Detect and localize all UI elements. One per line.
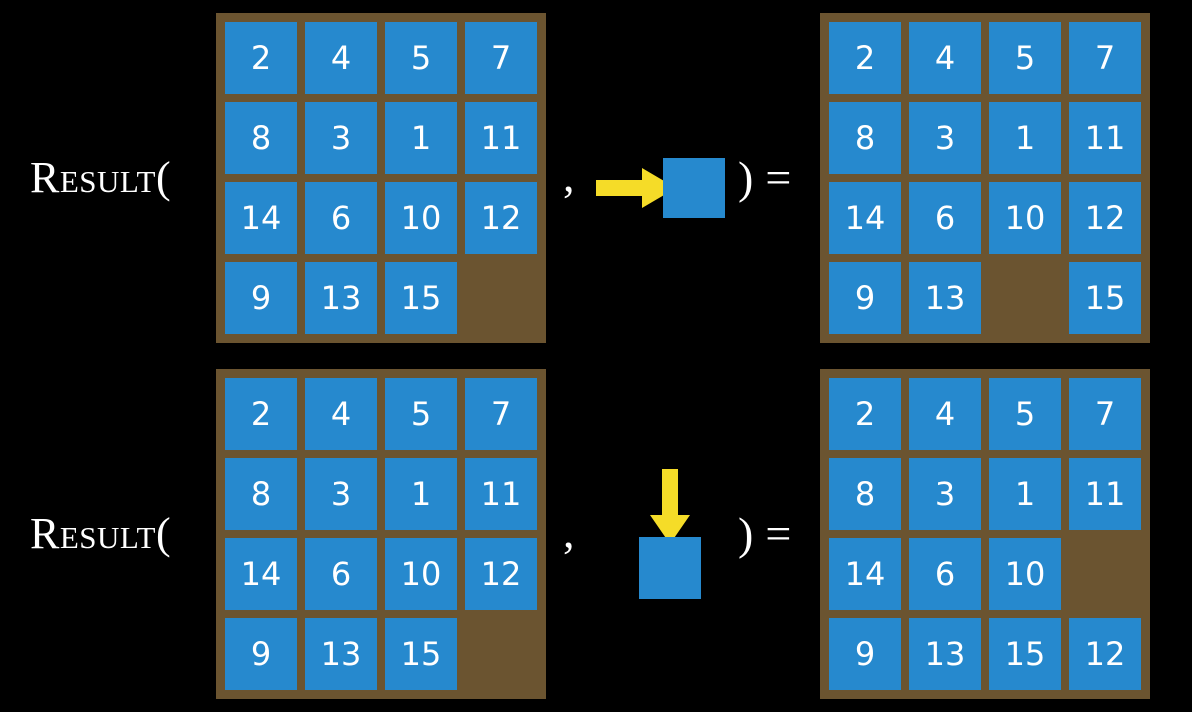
puzzle-tile: 8 [829, 102, 901, 174]
puzzle-tile: 2 [225, 378, 297, 450]
puzzle-tile: 5 [385, 378, 457, 450]
puzzle-tile: 5 [989, 378, 1061, 450]
puzzle-tile: 12 [465, 182, 537, 254]
puzzle-tile: 13 [305, 262, 377, 334]
close-paren-glyph: ) [738, 152, 754, 203]
puzzle-tile: 12 [465, 538, 537, 610]
puzzle-tile: 13 [305, 618, 377, 690]
puzzle-tile: 3 [909, 102, 981, 174]
puzzle-tile: 3 [305, 102, 377, 174]
arrow-down-icon [650, 469, 690, 544]
puzzle-tile: 2 [829, 378, 901, 450]
equals-glyph: = [765, 152, 792, 203]
moving-tile [639, 537, 701, 599]
puzzle-tile: 14 [225, 182, 297, 254]
puzzle-tile: 10 [385, 182, 457, 254]
puzzle-tile: 6 [305, 538, 377, 610]
puzzle-tile: 15 [989, 618, 1061, 690]
moving-tile [663, 158, 725, 218]
puzzle-tile: 7 [465, 22, 537, 94]
close-paren-and-equals: ) = [738, 356, 791, 712]
puzzle-tile: 12 [1069, 182, 1141, 254]
puzzle-tile: 14 [829, 538, 901, 610]
comma-glyph: , [563, 150, 575, 201]
puzzle-tile: 10 [385, 538, 457, 610]
puzzle-blank-cell [465, 618, 537, 690]
puzzle-tile: 10 [989, 538, 1061, 610]
puzzle-tile: 8 [225, 102, 297, 174]
puzzle-tile: 11 [465, 458, 537, 530]
puzzle-tile: 12 [1069, 618, 1141, 690]
comma-glyph: , [563, 506, 575, 557]
arrow-right-icon [596, 168, 676, 208]
puzzle-tile: 7 [1069, 22, 1141, 94]
puzzle-tile: 11 [465, 102, 537, 174]
puzzle-tile: 15 [385, 618, 457, 690]
puzzle-tile: 13 [909, 618, 981, 690]
puzzle-tile: 1 [385, 458, 457, 530]
puzzle-blank-cell [465, 262, 537, 334]
puzzle-tile: 4 [305, 378, 377, 450]
puzzle-tile: 8 [829, 458, 901, 530]
close-paren-glyph: ) [738, 508, 754, 559]
result-function-label: Result( [30, 153, 172, 202]
puzzle-tile: 13 [909, 262, 981, 334]
puzzle-tile: 9 [829, 262, 901, 334]
puzzle-tile: 4 [909, 22, 981, 94]
puzzle-tile: 4 [909, 378, 981, 450]
puzzle-tile: 14 [225, 538, 297, 610]
puzzle-tile: 9 [225, 618, 297, 690]
puzzle-tile: 5 [385, 22, 457, 94]
argument-separator-comma: , [563, 356, 575, 712]
puzzle-tile: 14 [829, 182, 901, 254]
puzzle-tile: 7 [465, 378, 537, 450]
puzzle-tile: 15 [385, 262, 457, 334]
puzzle-tile: 6 [909, 182, 981, 254]
puzzle-tile: 5 [989, 22, 1061, 94]
puzzle-blank-cell [1069, 538, 1141, 610]
puzzle-tile: 7 [1069, 378, 1141, 450]
puzzle-tile: 11 [1069, 102, 1141, 174]
puzzle-tile: 8 [225, 458, 297, 530]
puzzle-tile: 6 [305, 182, 377, 254]
puzzle-tile: 3 [305, 458, 377, 530]
puzzle-tile: 11 [1069, 458, 1141, 530]
puzzle-tile: 9 [225, 262, 297, 334]
equals-glyph: = [765, 508, 792, 559]
puzzle-tile: 1 [989, 458, 1061, 530]
result-function-label: Result( [30, 509, 172, 558]
puzzle-tile: 6 [909, 538, 981, 610]
argument-separator-comma: , [563, 0, 575, 356]
puzzle-tile: 3 [909, 458, 981, 530]
puzzle-tile: 2 [225, 22, 297, 94]
close-paren-and-equals: ) = [738, 0, 791, 356]
puzzle-tile: 10 [989, 182, 1061, 254]
puzzle-blank-cell [989, 262, 1061, 334]
puzzle-tile: 1 [385, 102, 457, 174]
puzzle-tile: 15 [1069, 262, 1141, 334]
puzzle-tile: 4 [305, 22, 377, 94]
puzzle-tile: 9 [829, 618, 901, 690]
puzzle-tile: 1 [989, 102, 1061, 174]
puzzle-tile: 2 [829, 22, 901, 94]
